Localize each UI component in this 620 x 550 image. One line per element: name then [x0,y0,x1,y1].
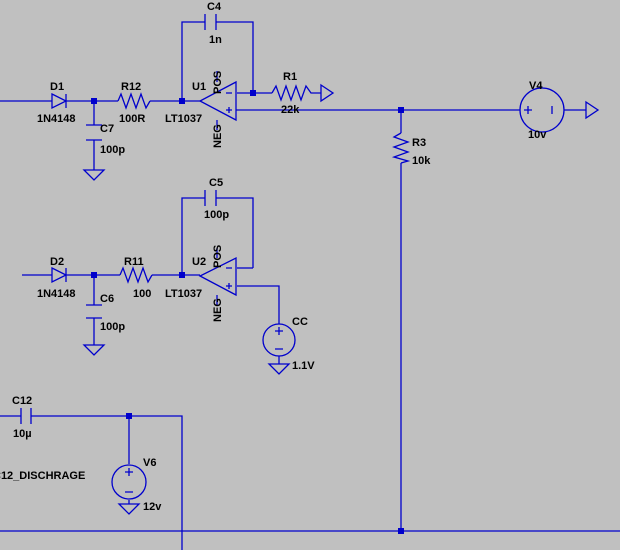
ground-symbols [82,169,291,515]
voltage-source-cc[interactable] [262,323,296,357]
v6-value: 12v [143,501,162,513]
d2-value: 1N4148 [37,288,76,300]
c12-ref: C12 [12,395,32,407]
labels: C4 1n D1 1N4148 R12 100R C7 100p U1 LT10… [0,1,547,513]
r11-value: 100 [133,288,151,300]
capacitor-c5[interactable] [204,190,217,206]
resistor-r1[interactable] [271,84,321,102]
r12-value: 100R [119,113,145,125]
opamp-u2[interactable] [198,256,237,297]
resistor-r12[interactable] [117,92,151,110]
u1-ref: U1 [192,81,206,93]
u2-pos-label: POS [212,245,224,268]
capacitor-c7[interactable] [86,124,102,141]
v4-ref: V4 [529,80,543,92]
v4-value: 10v [528,129,547,141]
c12-value: 10µ [13,428,32,440]
r3-ref: R3 [412,137,426,149]
u2-value: LT1037 [165,288,202,300]
d1-value: 1N4148 [37,113,76,125]
v6-ref: V6 [143,457,156,469]
d1-ref: D1 [50,81,64,93]
r1-ref: R1 [283,71,297,83]
diode-d2[interactable] [51,266,68,284]
u2-ref: U2 [192,256,206,268]
voltage-source-v4[interactable] [519,87,565,133]
r1-value: 22k [281,104,300,116]
capacitor-c4[interactable] [204,14,217,30]
resistor-r3[interactable] [391,132,411,164]
u2-neg-label: NEG [212,298,224,322]
wires [0,21,620,550]
resistor-r11[interactable] [119,266,153,284]
c6-ref: C6 [100,293,114,305]
u1-pos-label: POS [212,71,224,94]
r3-value: 10k [412,155,431,167]
c5-value: 100p [204,209,229,221]
u1-value: LT1037 [165,113,202,125]
d2-ref: D2 [50,256,64,268]
capacitor-c6[interactable] [86,304,102,319]
c7-ref: C7 [100,123,114,135]
junction-dots [91,90,404,534]
c7-value: 100p [100,144,125,156]
capacitor-c12[interactable] [20,408,32,424]
c12-discharge-net-label: C12_DISCHRAGE [0,470,85,482]
voltage-source-v6[interactable] [111,464,147,500]
diode-d1[interactable] [51,92,68,110]
c4-value: 1n [209,34,222,46]
u1-neg-label: NEG [212,124,224,148]
c5-ref: C5 [209,177,223,189]
cc-value: 1.1V [292,360,315,372]
opamp-u1[interactable] [198,80,237,122]
c4-ref: C4 [207,1,222,13]
cc-ref: CC [292,316,308,328]
r12-ref: R12 [121,81,141,93]
c6-value: 100p [100,321,125,333]
r11-ref: R11 [124,256,144,268]
net-flags [320,83,600,120]
